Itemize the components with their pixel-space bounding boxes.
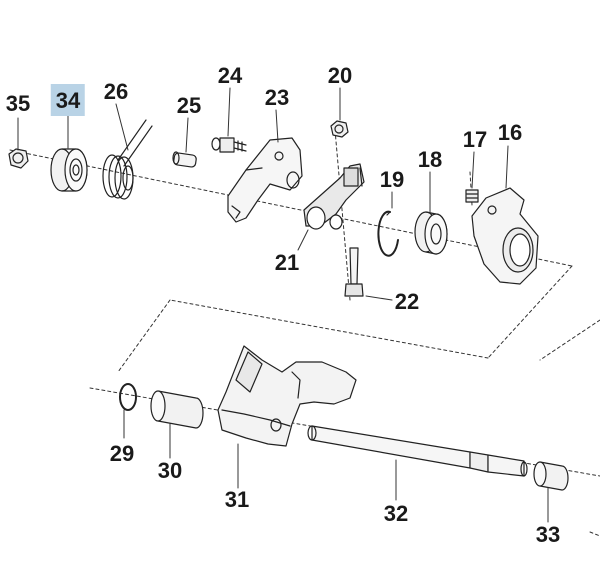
- part-35-nut[interactable]: [8, 148, 29, 169]
- part-25-pin[interactable]: [172, 151, 197, 168]
- callout-33[interactable]: 33: [535, 522, 561, 547]
- callout-23[interactable]: 23: [264, 85, 290, 110]
- part-29-ring[interactable]: [119, 383, 137, 411]
- part-26-spring[interactable]: [102, 119, 153, 200]
- part-19-circlip[interactable]: [377, 210, 399, 257]
- callout-30[interactable]: 30: [157, 458, 183, 483]
- part-20-nut[interactable]: [330, 120, 349, 138]
- callout-26[interactable]: 26: [103, 79, 129, 104]
- part-31-bracket[interactable]: [217, 345, 357, 447]
- callout-24[interactable]: 24: [217, 63, 243, 88]
- part-18-spacer[interactable]: [414, 211, 448, 255]
- part-33-bushing[interactable]: [533, 461, 569, 491]
- callout-25[interactable]: 25: [176, 93, 202, 118]
- callout-29[interactable]: 29: [109, 441, 135, 466]
- callout-22[interactable]: 22: [394, 289, 420, 314]
- part-16-flange-housing[interactable]: [471, 187, 539, 285]
- callout-19[interactable]: 19: [379, 167, 405, 192]
- part-32-shaft[interactable]: [307, 425, 528, 477]
- part-24-screw[interactable]: [211, 137, 247, 153]
- callout-18[interactable]: 18: [417, 147, 443, 172]
- part-23-bracket-arm[interactable]: [227, 137, 303, 223]
- part-22-bolt[interactable]: [344, 247, 364, 297]
- callout-35[interactable]: 35: [5, 91, 31, 116]
- callout-17[interactable]: 17: [462, 127, 488, 152]
- part-30-bushing[interactable]: [150, 390, 204, 429]
- callout-20[interactable]: 20: [327, 63, 353, 88]
- callout-16[interactable]: 16: [497, 120, 523, 145]
- callout-32[interactable]: 32: [383, 501, 409, 526]
- callout-21[interactable]: 21: [274, 250, 300, 275]
- part-17-set-screw[interactable]: [465, 189, 479, 203]
- part-34-pulley[interactable]: [50, 148, 88, 192]
- callout-34[interactable]: 34: [50, 84, 86, 116]
- part-21-lever[interactable]: [303, 163, 365, 230]
- leader-lines: [17, 87, 549, 523]
- callout-31[interactable]: 31: [224, 487, 250, 512]
